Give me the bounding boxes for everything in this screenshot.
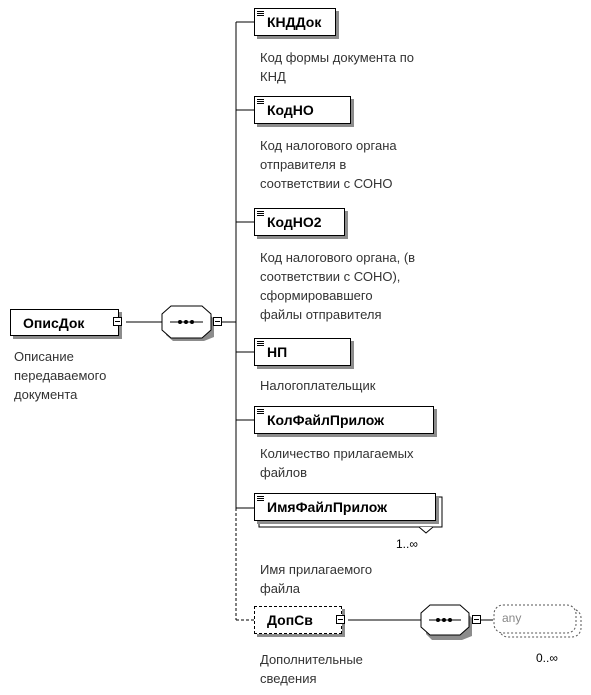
dopsv-collapse-icon[interactable] bbox=[336, 615, 345, 624]
any-wildcard-shape bbox=[493, 604, 577, 634]
element-imyafaylprilozh-description: Имя прилагаемого файла bbox=[260, 562, 373, 596]
element-content-icon bbox=[257, 496, 264, 505]
element-imyafaylprilozh[interactable]: ИмяФайлПрилож bbox=[254, 493, 436, 521]
element-imyafaylprilozh-occurrence: 1..∞ bbox=[396, 537, 418, 551]
element-content-icon bbox=[257, 341, 264, 350]
element-knddok[interactable]: КНДДок bbox=[254, 8, 336, 36]
root-element-opisdok[interactable]: ОписДок bbox=[10, 309, 119, 336]
element-kodno[interactable]: КодНО bbox=[254, 96, 351, 124]
element-kolfaylprilozh[interactable]: КолФайлПрилож bbox=[254, 406, 434, 434]
element-content-icon bbox=[257, 409, 264, 418]
element-kodno2[interactable]: КодНО2 bbox=[254, 208, 345, 236]
sequence-2-collapse-icon[interactable] bbox=[472, 615, 481, 624]
root-element-label: ОписДок bbox=[23, 314, 85, 331]
root-description: Описание передаваемого документа bbox=[14, 349, 107, 402]
element-kolfaylprilozh-description: Количество прилагаемых файлов bbox=[260, 446, 414, 480]
element-np[interactable]: НП bbox=[254, 338, 351, 366]
element-kodno-description: Код налогового органа отправителя в соот… bbox=[260, 138, 397, 191]
element-content-icon bbox=[257, 99, 264, 108]
element-np-description: Налогоплательщик bbox=[260, 378, 376, 393]
element-dopsv[interactable]: ДопСв bbox=[254, 606, 342, 634]
sequence-collapse-icon[interactable] bbox=[213, 317, 222, 326]
element-content-icon bbox=[257, 11, 264, 20]
any-wildcard-occurrence: 0..∞ bbox=[536, 651, 558, 665]
root-collapse-icon[interactable] bbox=[113, 317, 122, 326]
element-content-icon bbox=[257, 211, 264, 220]
any-wildcard-label: any bbox=[502, 611, 522, 625]
element-dopsv-description: Дополнительные сведения bbox=[260, 652, 363, 686]
element-knddok-description: Код формы документа по КНД bbox=[260, 50, 415, 84]
element-kodno2-description: Код налогового органа, (в соответствии с… bbox=[260, 250, 416, 322]
